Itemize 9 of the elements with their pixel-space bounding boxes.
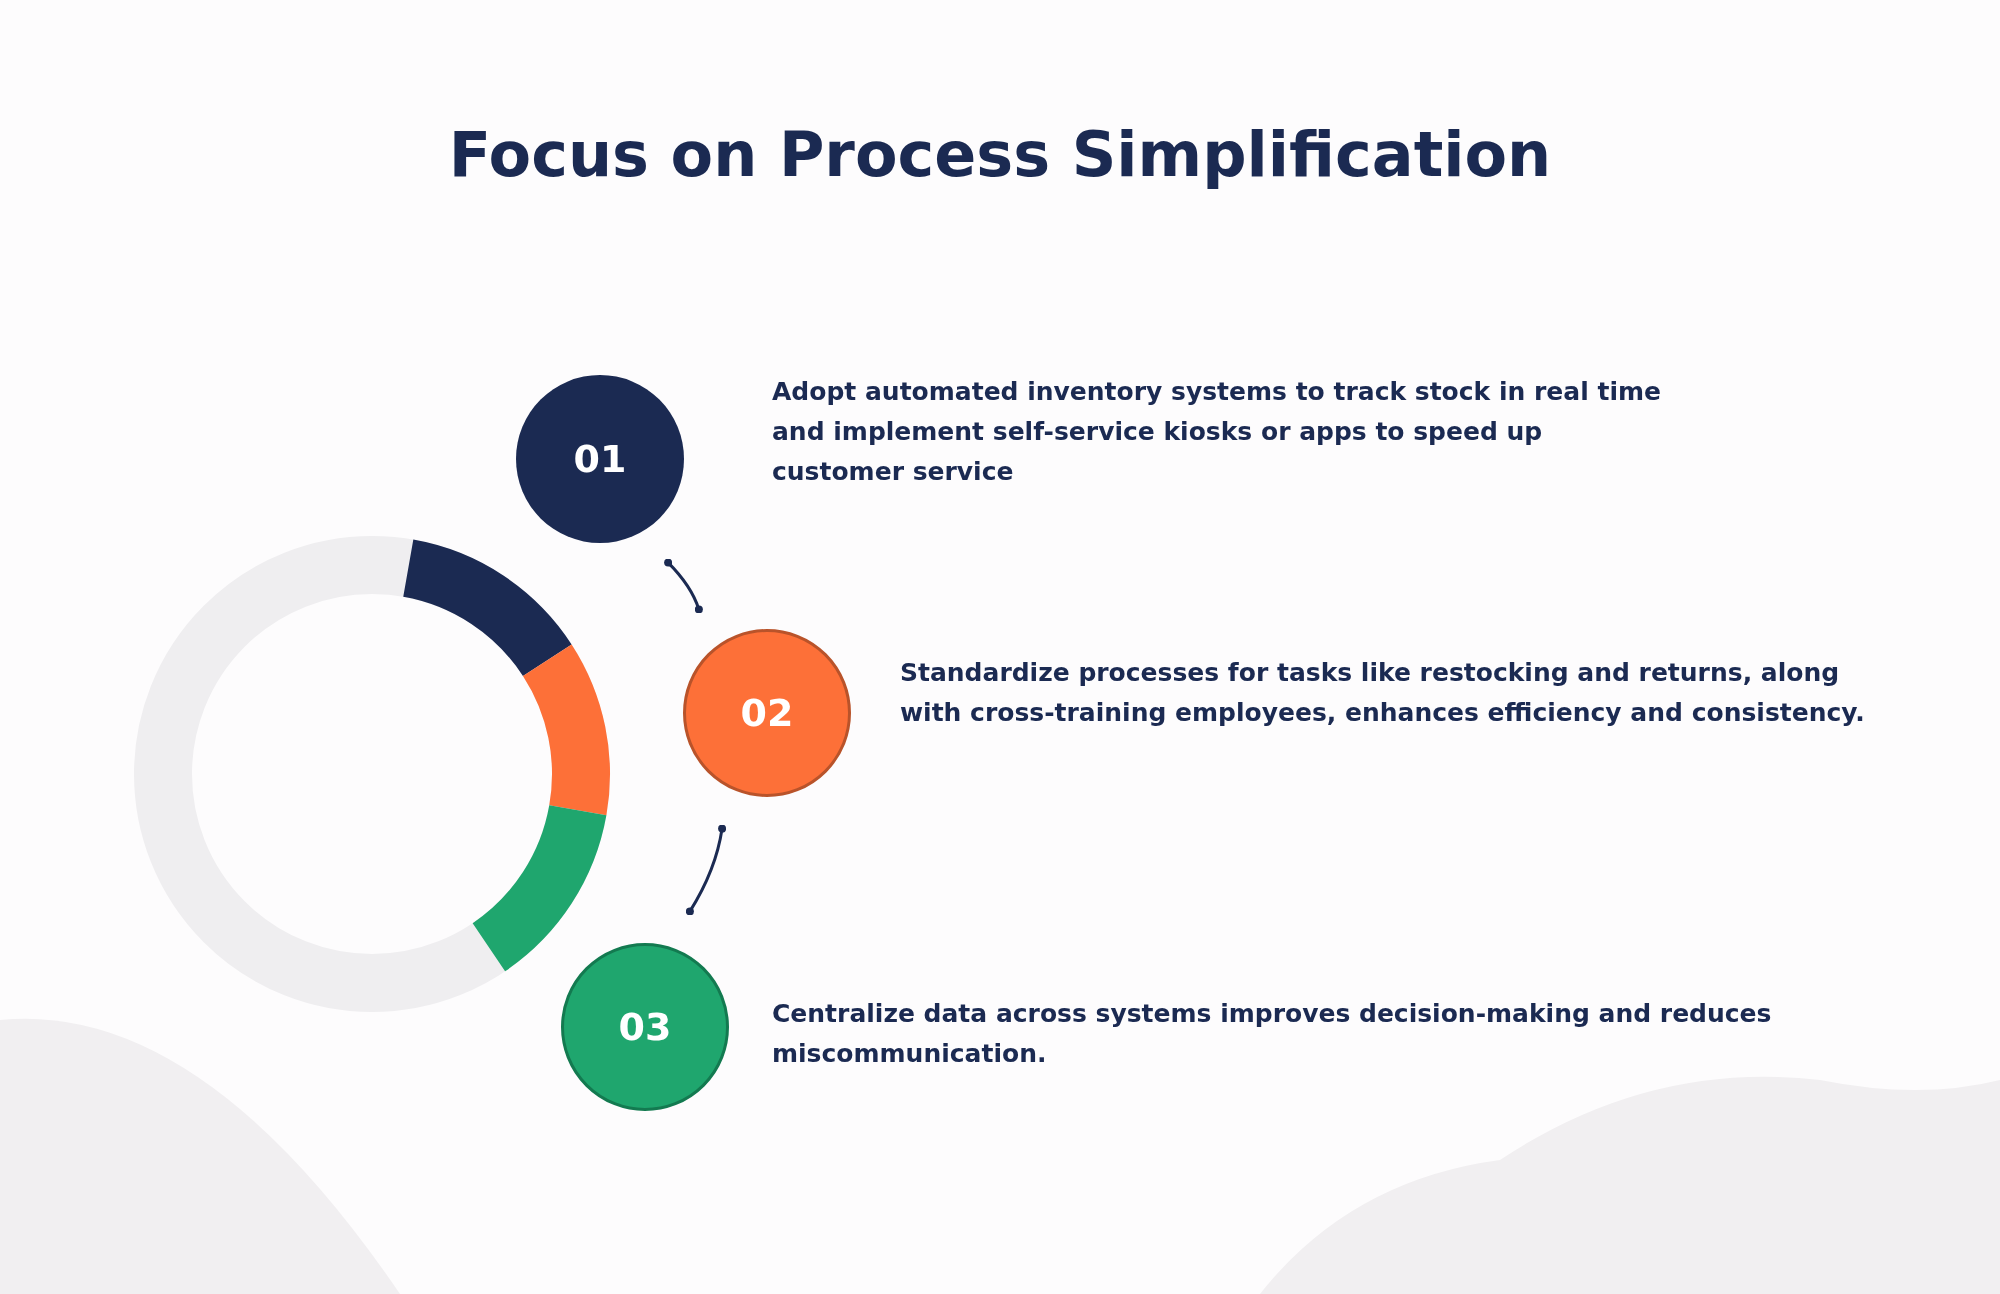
step-description: Centralize data across systems improves decision-making and reduces miscommunication. <box>772 998 1772 1070</box>
step-circle: 03 <box>561 943 729 1111</box>
step-circle: 02 <box>683 629 851 797</box>
connector-line <box>664 558 703 614</box>
connector-line <box>685 824 727 916</box>
title: Focus on Process Simplification <box>447 118 1553 191</box>
step-description: Adopt automated inventory systems to track stock in real time and implement self-service kiosks or apps to speed up customer service <box>772 376 1662 488</box>
step-description: Standardize processes for tasks like restocking and returns, along with cross-training employees, enhances efficiency and consistency. <box>900 657 1866 729</box>
step-circle: 01 <box>516 375 684 543</box>
